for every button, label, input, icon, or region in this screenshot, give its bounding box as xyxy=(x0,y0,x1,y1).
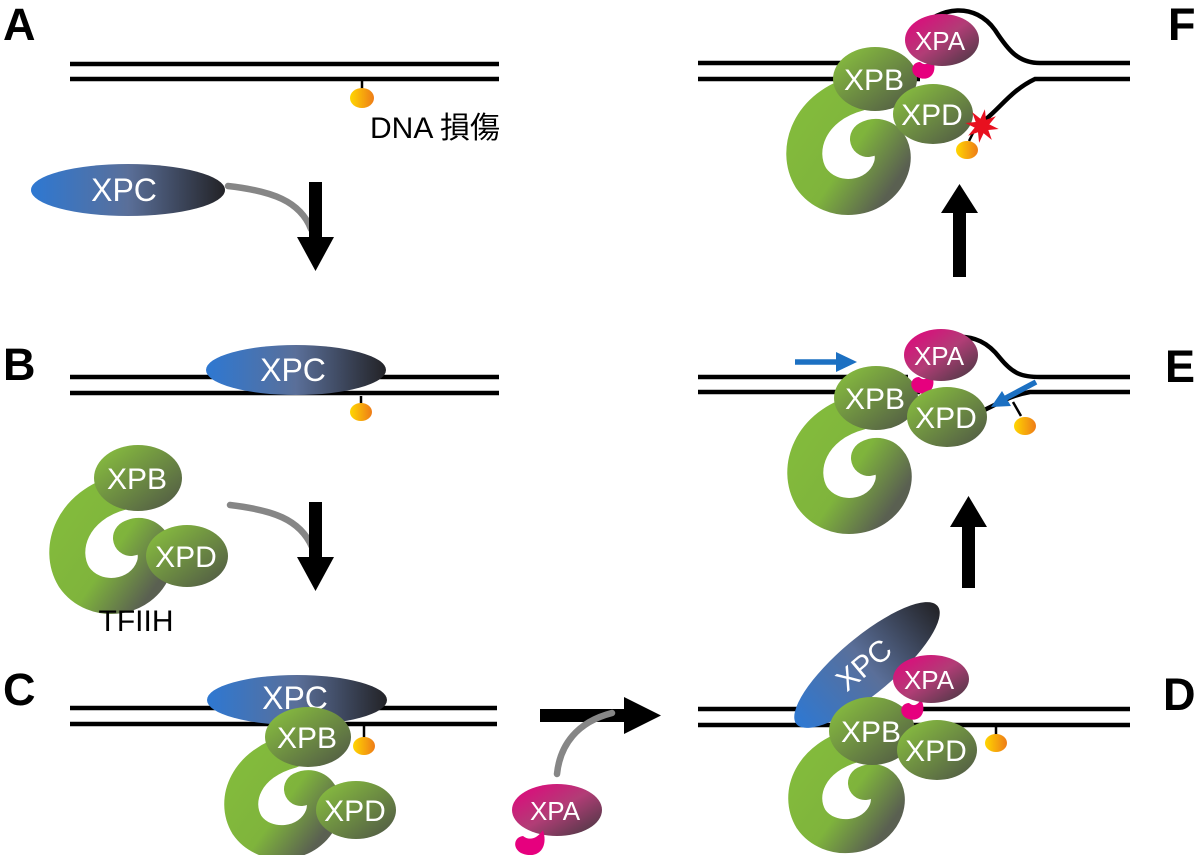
xpb-protein xyxy=(94,445,182,511)
xpd-protein xyxy=(897,720,977,780)
tfiih-loop xyxy=(788,728,905,854)
xpd-protein xyxy=(146,525,228,587)
panel-a: A DNA 損傷 XPC xyxy=(3,0,500,271)
xpb-label: XPB xyxy=(277,722,337,755)
xpd-protein xyxy=(907,387,987,447)
xpa-label: XPA xyxy=(915,26,966,56)
panel-label-b: B xyxy=(3,339,36,390)
xpd-label: XPD xyxy=(915,402,977,435)
damage-stub xyxy=(1011,401,1023,417)
xpc-protein xyxy=(207,675,387,725)
arrow-shaft xyxy=(953,213,966,277)
xpc-protein xyxy=(206,345,386,395)
panel-label-f: F xyxy=(1168,0,1196,50)
panel-d: D XPC XPB XPD XPA xyxy=(698,496,1196,854)
arrow-shaft xyxy=(309,502,322,557)
xpa-tail xyxy=(901,699,924,720)
panel-f: F XPB XPD XPA xyxy=(698,0,1196,215)
arrow-head xyxy=(950,496,987,527)
xpa-tail xyxy=(515,830,545,855)
xpb-label: XPB xyxy=(845,383,905,416)
tfiih-loop xyxy=(787,394,912,534)
xpb-label: XPB xyxy=(107,463,167,496)
xpa-label: XPA xyxy=(530,796,581,826)
xpb-protein xyxy=(829,697,915,765)
blue-arrow-shaft xyxy=(1002,379,1038,402)
dna-damage-label: DNA 損傷 xyxy=(370,112,500,145)
xpd-label: XPD xyxy=(905,735,967,768)
xpa-protein xyxy=(905,14,979,66)
panel-e: E XPB XPD XPA xyxy=(698,184,1195,534)
dna-strand-top-bubble xyxy=(947,334,1130,380)
damage-dot-icon xyxy=(1014,417,1036,435)
xpa-protein xyxy=(893,655,969,703)
arrow-head xyxy=(941,184,978,213)
blue-arrow-head xyxy=(991,391,1011,407)
xpc-label: XPC xyxy=(260,352,326,388)
xpd-label: XPD xyxy=(901,99,963,132)
xpc-protein xyxy=(794,602,940,728)
tfiih-label: TFIIH xyxy=(99,605,174,638)
xpc-label: XPC xyxy=(91,172,157,208)
arrow-shaft xyxy=(309,182,322,237)
transition-c-to-d: XPA xyxy=(512,697,661,855)
xpd-label: XPD xyxy=(155,541,217,574)
xpa-protein xyxy=(904,329,978,381)
damage-dot-icon xyxy=(956,141,978,159)
xpb-protein xyxy=(833,47,917,111)
panel-label-c: C xyxy=(3,664,36,715)
translocation-arrow-right xyxy=(795,352,857,372)
xpb-label: XPB xyxy=(844,64,904,97)
arrow-head xyxy=(297,237,334,271)
arrow-head xyxy=(624,697,661,734)
step-arrow-a-to-b xyxy=(297,182,334,271)
step-arrow-e-to-f xyxy=(941,184,978,277)
damage-stub xyxy=(967,132,975,142)
panel-label-e: E xyxy=(1165,341,1195,392)
damage-dot-icon xyxy=(353,737,375,755)
recruitment-curve-arrow xyxy=(224,182,315,233)
tfiih-loop xyxy=(786,75,911,215)
blue-arrow-head xyxy=(836,352,857,372)
step-arrow-b-to-c xyxy=(297,502,334,591)
dna-strand-bottom-bubble xyxy=(983,76,1130,122)
xpb-protein xyxy=(834,366,918,430)
damage-dot-icon xyxy=(350,403,372,421)
recruitment-curve-arrow xyxy=(553,709,616,778)
arrow-head xyxy=(297,557,334,591)
panel-label-d: D xyxy=(1163,669,1196,720)
xpd-label: XPD xyxy=(324,795,386,828)
damage-dot-icon xyxy=(985,734,1007,752)
panel-b: B XPC XPB XPD TFIIH xyxy=(3,339,499,638)
panel-label-a: A xyxy=(3,0,36,50)
xpa-label: XPA xyxy=(904,665,955,695)
damage-verification-burst-icon xyxy=(965,109,999,143)
panel-c: C XPC XPB XPD xyxy=(3,664,497,855)
arrow-shaft xyxy=(962,527,975,588)
xpd-protein xyxy=(893,84,973,144)
xpb-label: XPB xyxy=(841,716,901,749)
xpd-protein xyxy=(316,781,396,839)
damage-dot-icon xyxy=(350,88,374,108)
translocation-arrow-toward-xpd xyxy=(991,379,1038,407)
xpc-protein xyxy=(31,164,225,216)
xpa-label: XPA xyxy=(914,341,965,371)
xpb-protein xyxy=(265,707,351,767)
xpa-protein xyxy=(512,784,602,836)
step-arrow-d-to-e xyxy=(950,496,987,588)
recruitment-curve-arrow xyxy=(226,501,316,551)
